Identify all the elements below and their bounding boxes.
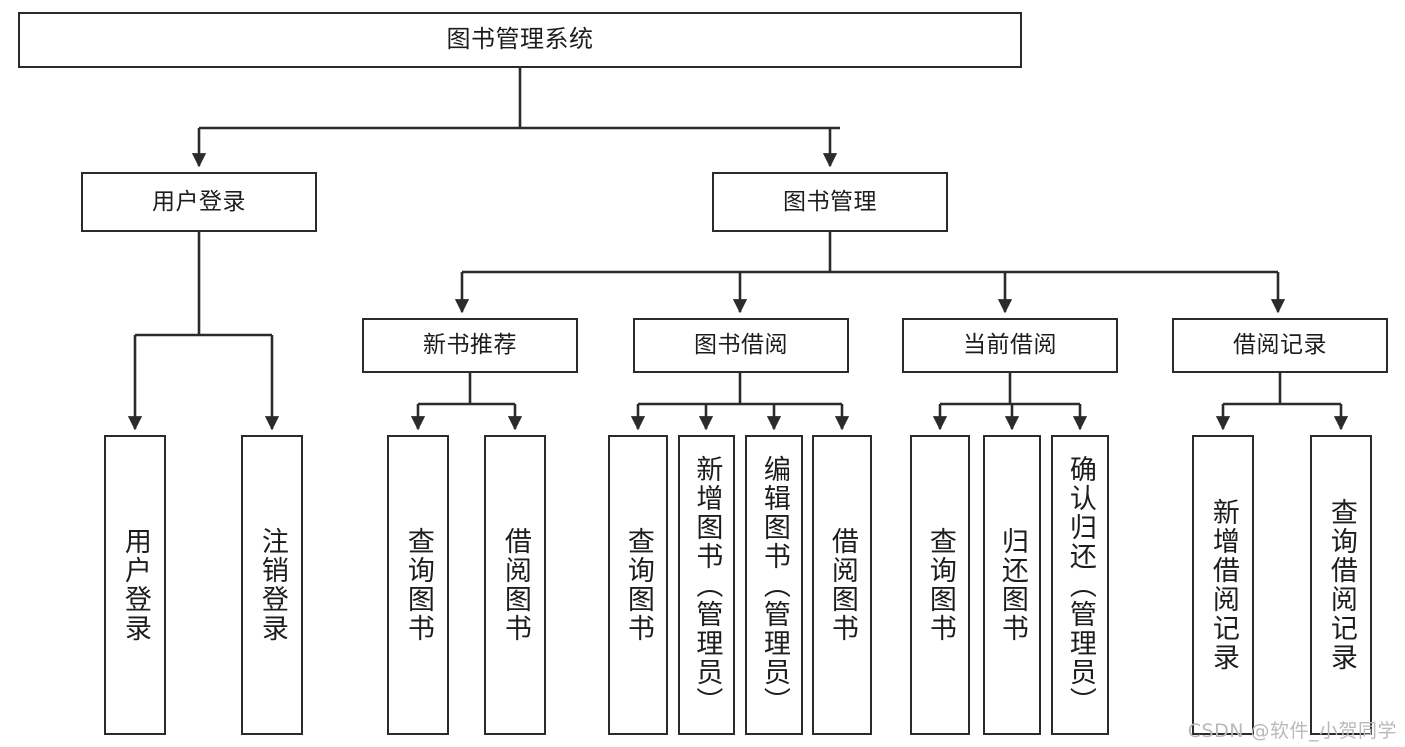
node-book-manage[interactable]: 图书管理 [712, 172, 948, 232]
node-leaf-cur-confirm[interactable]: 确认归还（管理员） [1051, 435, 1109, 735]
node-leaf-rec-borrow-label: 借阅图书 [499, 527, 531, 643]
node-leaf-rec-query2-label: 查询借阅记录 [1325, 498, 1357, 672]
node-leaf-rec-query2[interactable]: 查询借阅记录 [1310, 435, 1372, 735]
node-leaf-cur-return-label: 归还图书 [996, 527, 1028, 643]
node-book-manage-label: 图书管理 [783, 188, 877, 215]
node-borrow-record-label: 借阅记录 [1233, 332, 1327, 359]
node-leaf-borrow-edit[interactable]: 编辑图书（管理员） [745, 435, 803, 735]
node-leaf-borrow-do-label: 借阅图书 [826, 527, 858, 643]
node-new-book-rec-label: 新书推荐 [423, 332, 517, 359]
node-leaf-borrow-do[interactable]: 借阅图书 [812, 435, 872, 735]
watermark-text: CSDN @软件_小贺同学 [1187, 720, 1397, 742]
node-borrow-record[interactable]: 借阅记录 [1172, 318, 1388, 373]
node-book-borrow-label: 图书借阅 [694, 332, 788, 359]
node-leaf-cur-query-label: 查询图书 [924, 527, 956, 643]
node-leaf-user-login-label: 用户登录 [119, 527, 151, 643]
node-new-book-rec[interactable]: 新书推荐 [362, 318, 578, 373]
node-current-borrow-label: 当前借阅 [963, 332, 1057, 359]
node-leaf-borrow-add[interactable]: 新增图书（管理员） [678, 435, 735, 735]
node-leaf-rec-add-label: 新增借阅记录 [1207, 498, 1239, 672]
node-book-borrow[interactable]: 图书借阅 [633, 318, 849, 373]
node-leaf-user-logout-label: 注销登录 [256, 527, 288, 643]
node-leaf-cur-query[interactable]: 查询图书 [910, 435, 970, 735]
node-leaf-cur-confirm-label: 确认归还（管理员） [1064, 454, 1096, 716]
node-leaf-borrow-query-label: 查询图书 [622, 527, 654, 643]
node-leaf-rec-add[interactable]: 新增借阅记录 [1192, 435, 1254, 735]
node-leaf-borrow-edit-label: 编辑图书（管理员） [758, 454, 790, 716]
node-root[interactable]: 图书管理系统 [18, 12, 1022, 68]
node-leaf-rec-borrow[interactable]: 借阅图书 [484, 435, 546, 735]
node-leaf-borrow-query[interactable]: 查询图书 [608, 435, 668, 735]
node-root-label: 图书管理系统 [446, 25, 594, 54]
node-leaf-user-logout[interactable]: 注销登录 [241, 435, 303, 735]
node-leaf-rec-query[interactable]: 查询图书 [387, 435, 449, 735]
node-leaf-borrow-add-label: 新增图书（管理员） [691, 454, 723, 716]
node-user-login[interactable]: 用户登录 [81, 172, 317, 232]
node-leaf-cur-return[interactable]: 归还图书 [983, 435, 1041, 735]
node-current-borrow[interactable]: 当前借阅 [902, 318, 1118, 373]
node-leaf-user-login[interactable]: 用户登录 [104, 435, 166, 735]
node-user-login-label: 用户登录 [152, 188, 246, 215]
node-leaf-rec-query-label: 查询图书 [402, 527, 434, 643]
